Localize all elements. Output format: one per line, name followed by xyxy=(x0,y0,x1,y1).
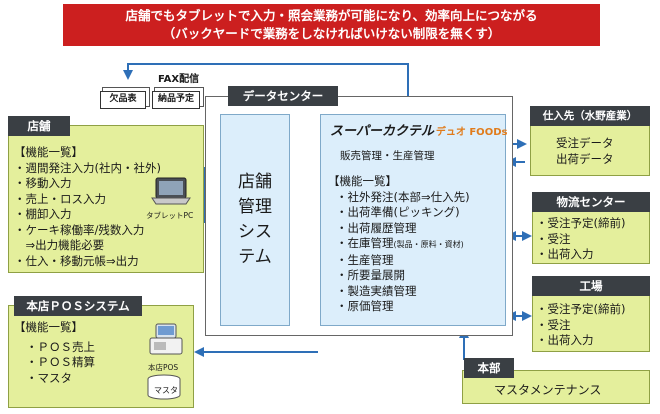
fax-arrow xyxy=(123,63,409,96)
product-logo: スーパーカクテルデュオ FOODs xyxy=(330,120,507,139)
list-item: ・ＰＯＳ精算 xyxy=(26,355,95,369)
supplier-title: 仕入先（水野産業） xyxy=(530,106,650,126)
list-item: ⇒出力機能必要 xyxy=(14,238,105,252)
list-item: ・製造実績管理 xyxy=(336,283,417,298)
store-system-text: 店舗 xyxy=(238,172,272,192)
logistics-title: 物流センター xyxy=(532,192,650,212)
list-item: ・受注 xyxy=(536,317,571,332)
list-item: 受注データ xyxy=(556,136,614,150)
supplier-panel xyxy=(530,118,650,176)
store-management-system: 店舗 管理 シス テム xyxy=(220,114,290,326)
logo-suffix: デュオ FOODs xyxy=(435,127,508,138)
list-item: ・原価管理 xyxy=(336,299,394,313)
inventory-note: (製品・原料・資材) xyxy=(393,240,464,249)
list-item: ・所要量展開 xyxy=(336,268,405,282)
list-item: ・出荷入力 xyxy=(536,333,594,347)
list-item: ・出荷準備(ピッキング) xyxy=(336,205,460,219)
database-label: マスタ xyxy=(154,386,178,395)
list-item: ・マスタ xyxy=(26,370,72,385)
tablet-pc-icon xyxy=(151,177,191,205)
list-item: ・売上・ロス入力 xyxy=(14,191,106,206)
store-function-list: 【機能一覧】 ・週間発注入力(社内・社外) ・移動入力 ・売上・ロス入力 ・棚卸… xyxy=(14,145,204,269)
hq-title: 本部 xyxy=(464,358,514,378)
headline-banner: 店舗でもタブレットで入力・照会業務が可能になり、効率向上につながる （バックヤー… xyxy=(63,4,600,46)
datacenter-list-header: 【機能一覧】 xyxy=(328,174,397,188)
fax-label: FAX配信 xyxy=(158,74,200,85)
list-item: ・棚卸入力 xyxy=(14,207,72,221)
list-item: ・社外発注(本部⇒仕入先) xyxy=(336,189,470,204)
pos-device-label: 本店POS xyxy=(148,363,179,372)
list-item: ・受注予定(締前) xyxy=(536,302,626,316)
pos-register-icon xyxy=(149,323,183,355)
store-list-header: 【機能一覧】 xyxy=(14,145,83,159)
list-item: ・受注予定(締前) xyxy=(536,216,626,230)
logistics-items: ・受注予定(締前) ・受注 ・出荷入力 xyxy=(536,216,625,263)
headline-line-2: （バックヤードで業務をしなければいけない制限を無くす） xyxy=(162,26,501,41)
list-item: ・ケーキ稼働率/残数入力 xyxy=(14,222,145,237)
logistics-panel xyxy=(532,202,650,264)
datacenter-function-list: 【機能一覧】 ・社外発注(本部⇒仕入先) ・出荷準備(ピッキング) ・出荷履歴管… xyxy=(328,174,506,315)
list-item: ・ＰＯＳ売上 xyxy=(26,339,95,354)
delivery-schedule-doc: 納品予定 xyxy=(152,91,200,109)
sales-production-subtitle: 販売管理・生産管理 xyxy=(340,150,435,162)
list-item: ・在庫管理(製品・原料・資材) xyxy=(328,236,506,253)
store-system-text: シス xyxy=(238,222,272,242)
list-item: ・仕入・移動元帳⇒出力 xyxy=(14,253,139,268)
hq-master-maintenance: マスタメンテナンス xyxy=(494,383,602,397)
shortage-list-doc: 欠品表 xyxy=(100,91,146,109)
logo-text: スーパーカクテル xyxy=(330,124,434,139)
pos-list-header: 【機能一覧】 xyxy=(14,320,83,334)
pos-title: 本店ＰＯＳシステム xyxy=(14,296,142,316)
list-item: ・出荷履歴管理 xyxy=(336,220,417,235)
supplier-items: 受注データ 出荷データ xyxy=(556,136,614,167)
list-item: ・出荷入力 xyxy=(536,247,594,261)
store-title: 店舗 xyxy=(8,116,70,136)
sales-production-system xyxy=(320,114,506,326)
tablet-pc-label: タブレットPC xyxy=(146,211,194,220)
list-item: 出荷データ xyxy=(556,151,614,166)
list-item: ・移動入力 xyxy=(14,176,72,190)
list-item: ・受注 xyxy=(536,231,571,246)
headline-line-1: 店舗でもタブレットで入力・照会業務が可能になり、効率向上につながる xyxy=(125,8,538,23)
database-icon xyxy=(147,374,181,400)
factory-title: 工場 xyxy=(532,276,650,296)
list-item: ・週間発注入力(社内・社外) xyxy=(14,160,161,175)
factory-items: ・受注予定(締前) ・受注 ・出荷入力 xyxy=(536,302,625,349)
store-system-text: 管理 xyxy=(238,197,272,217)
list-item: ・生産管理 xyxy=(336,252,394,267)
pos-function-list: 【機能一覧】 ・ＰＯＳ売上 ・ＰＯＳ精算 ・マスタ xyxy=(14,320,144,386)
list-item-text: ・在庫管理 xyxy=(336,236,394,250)
store-system-text: テム xyxy=(238,247,272,267)
datacenter-title: データセンター xyxy=(228,86,338,106)
